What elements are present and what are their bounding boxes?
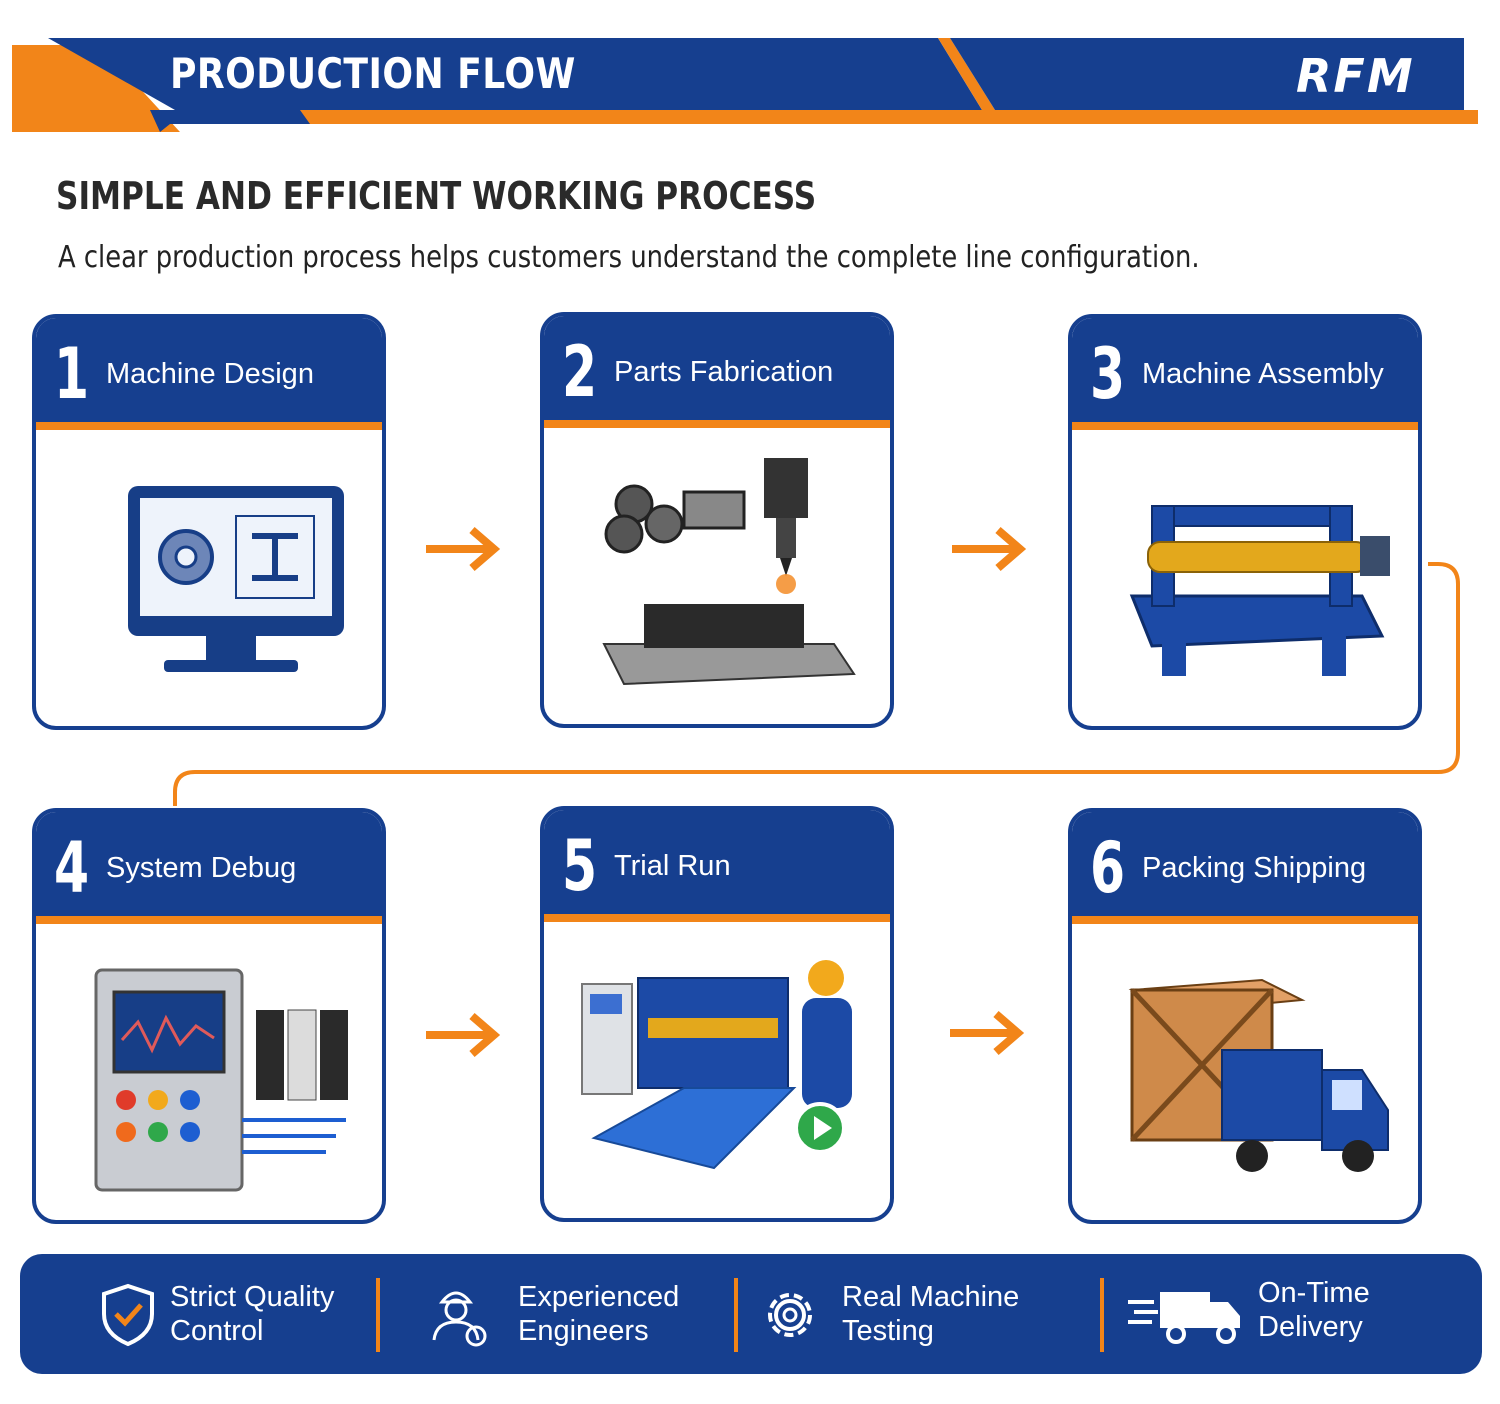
shield-check-icon	[102, 1283, 154, 1347]
step-number: 3	[1090, 333, 1126, 415]
step-title: System Debug	[106, 852, 297, 884]
arrow-icon	[426, 526, 501, 572]
step-card-packing-shipping: 6 Packing Shipping	[1068, 808, 1422, 1224]
arrow-icon	[426, 1012, 501, 1058]
step-header: 4 System Debug	[36, 812, 382, 924]
step-header: 5 Trial Run	[544, 810, 890, 922]
step-title: Machine Design	[106, 358, 314, 390]
feature-label: Real Machine Testing	[842, 1281, 1020, 1347]
step-number: 2	[562, 331, 598, 413]
step-card-system-debug: 4 System Debug	[32, 808, 386, 1224]
step-card-parts-fabrication: 2 Parts Fabrication	[540, 312, 894, 728]
step-header: 3 Machine Assembly	[1072, 318, 1418, 430]
fabrication-icon	[602, 458, 856, 686]
delivery-truck-icon	[1128, 1292, 1240, 1344]
section-heading: SIMPLE AND EFFICIENT WORKING PROCESS	[56, 174, 817, 218]
feature-label: Strict Quality Control	[170, 1281, 335, 1347]
feature-divider	[1100, 1278, 1104, 1352]
feature-label: On-Time Delivery	[1258, 1277, 1370, 1343]
step-card-trial-run: 5 Trial Run	[540, 806, 894, 1222]
features-bar: Strict Quality Control Experienced Engin…	[20, 1254, 1482, 1374]
monitor-cad-icon	[128, 486, 344, 672]
page-title: PRODUCTION FLOW	[170, 49, 576, 98]
crate-truck-icon	[1128, 978, 1389, 1172]
step-number: 5	[562, 825, 598, 907]
step-title: Trial Run	[614, 850, 731, 882]
step-title: Machine Assembly	[1142, 358, 1384, 390]
step-header: 1 Machine Design	[36, 318, 382, 430]
section-subtitle: A clear production process helps custome…	[58, 240, 1200, 275]
step-card-machine-assembly: 3 Machine Assembly	[1068, 314, 1422, 730]
step-number: 1	[54, 333, 90, 415]
rfm-logo: RFM	[1296, 49, 1415, 103]
step-header: 6 Packing Shipping	[1072, 812, 1418, 924]
feature-label: Experienced Engineers	[518, 1281, 680, 1347]
engineer-icon	[432, 1291, 487, 1347]
feature-divider	[734, 1278, 738, 1352]
step-title: Packing Shipping	[1142, 852, 1367, 884]
machine-assembly-icon	[1129, 505, 1390, 676]
arrow-icon	[950, 1010, 1025, 1056]
roll-forming-machine-icon	[581, 960, 852, 1170]
step-card-machine-design: 1 Machine Design	[32, 314, 386, 730]
step-header: 2 Parts Fabrication	[544, 316, 890, 428]
header-banner	[12, 38, 1478, 132]
step-number: 4	[54, 827, 90, 909]
arrow-icon	[952, 526, 1027, 572]
control-panel-icon	[94, 968, 348, 1192]
step-number: 6	[1090, 827, 1126, 909]
feature-divider	[376, 1278, 380, 1352]
gear-icon	[768, 1293, 812, 1337]
step-title: Parts Fabrication	[614, 356, 834, 388]
